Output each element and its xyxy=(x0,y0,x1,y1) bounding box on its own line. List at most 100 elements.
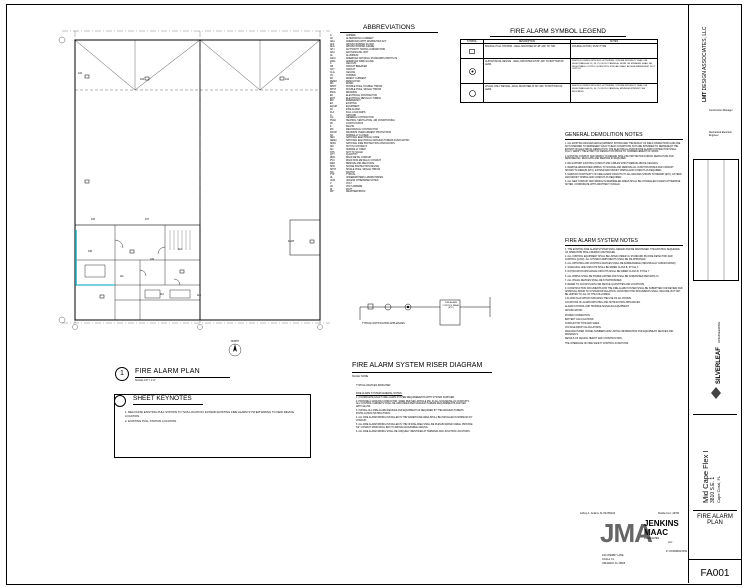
abbreviation-meaning: AMERICAN NATIONAL STANDARDS INSTITUTE xyxy=(346,57,398,60)
legend-symbol-cell xyxy=(461,44,484,58)
engineer-logo: JMA xyxy=(600,518,653,548)
strobe-icon xyxy=(468,89,476,97)
abbreviation-meaning: GENERAL CONTRACTOR xyxy=(346,117,374,120)
abbreviation-meaning: VOLT xyxy=(346,182,352,185)
abbreviation-code: NEMA xyxy=(330,140,337,143)
note-item: 6. ALL WIRING SHALL BE POWER LIMITED AND… xyxy=(565,275,660,278)
abbreviation-code: CB xyxy=(330,66,334,69)
room-tag-label: 113 xyxy=(197,294,201,297)
note-item: 4. REMOVE ABANDONED WIRING TO SOURCE AND… xyxy=(565,166,674,172)
abbreviation-code: SPD xyxy=(330,165,335,168)
legend-description: MANUAL PULL STATION - WALL MOUNTED AT 48… xyxy=(484,44,571,58)
note-item: MANUFACTURER, MODEL NUMBERS AND LISTING … xyxy=(565,331,674,337)
abbreviation-code: DPDT xyxy=(330,86,337,89)
contact-line-2: Mechanical Electrical Engineer xyxy=(709,131,732,137)
abbreviations-title-underline xyxy=(340,32,438,33)
abbreviation-code: C xyxy=(330,63,332,66)
abbreviation-meaning: HEATING, VENTILATING, AIR CONDITIONING xyxy=(346,120,395,123)
abbreviation-meaning: CEILING xyxy=(346,71,356,74)
riser-diagram-drawing xyxy=(359,297,491,326)
abbreviation-meaning: CIRCUIT BREAKER xyxy=(346,66,367,69)
abbreviation-code: NEC xyxy=(330,137,335,140)
legend-header-description: DESCRIPTION xyxy=(484,40,571,43)
abbreviation-meaning: ABOVE FINISHED FLOOR xyxy=(346,43,374,46)
note-item: A FLOOR PLAN WHICH INDICATES THE USE OF … xyxy=(565,297,632,300)
abbreviation-code: NFPA xyxy=(330,143,336,146)
system-notes: FIRE ALARM SYSTEM NOTES 1. THE EXISTING … xyxy=(565,238,683,347)
note-item: 2. ALL CONTROL EQUIPMENT SHALL BE LISTED… xyxy=(565,255,673,261)
legend-description: AUDIO/VISUAL DEVICE - WALL MOUNTED AT 80… xyxy=(484,59,571,83)
firm-top-text: LMT DESIGN ASSOCIATES, LLC xyxy=(702,27,708,103)
note-item: 7. ALL VISUAL DEVICES SHALL BE SYNCHRONI… xyxy=(565,279,623,282)
abbreviation-meaning: REMOVE AND RELOCATE xyxy=(346,162,375,165)
note-item: 6. ALL NEW CONDUIT AND WIRING IN REMODEL… xyxy=(565,180,681,186)
abbreviation-code: AHJ xyxy=(330,49,335,52)
abbreviation-meaning: DIRECT CURRENT xyxy=(346,77,367,80)
riser-notes-title: FIRE ALARM SYSTEM GENERAL NOTES: xyxy=(356,392,403,395)
keynotes-list: 1. RELOCATE EXISTING PULL STATION TO THI… xyxy=(125,410,305,425)
silverleaf-line1: SILVERLEAF xyxy=(716,347,722,384)
rev-table-grid xyxy=(707,160,725,280)
room-tag-label: 103 xyxy=(140,78,144,81)
abbreviation-meaning: EQUIPMENT xyxy=(346,106,360,109)
abbreviation-meaning: JUNCTION BOX xyxy=(346,123,364,126)
abbreviation-code: NIC xyxy=(330,145,334,148)
abbreviation-meaning: VOLT-AMPERE xyxy=(346,185,363,188)
note-item: 1. COORDINATE EXACT FIRE ALARM SYSTEM RE… xyxy=(356,396,455,399)
abbreviation-meaning: NATIONAL ELECTRICAL CODE xyxy=(346,137,380,140)
abbreviation-code: A xyxy=(330,35,332,37)
abbreviation-code: DEMO xyxy=(330,80,337,83)
silverleaf-line2: ENGINEERING xyxy=(717,321,721,343)
abbreviations-title: ABBREVIATIONS xyxy=(363,24,415,31)
note-item: 6. ALL FIRE ALARM WIRING SHALL BE UNIQUE… xyxy=(356,431,471,434)
abbreviation-meaning: EMERGENCY xyxy=(346,100,361,103)
engineer-signer: Jeffrey A. Jenkins, FL PE #51103 xyxy=(580,512,616,515)
abbreviation-meaning: ELECTRICAL CONTRACTOR xyxy=(346,94,377,97)
leaf-logo-icon xyxy=(711,387,721,399)
abbreviation-meaning: WEATHERPROOF xyxy=(346,191,366,194)
riser-devices-label: TYPICAL DEVICES INDICATED xyxy=(356,384,391,387)
firm-code: LMT xyxy=(702,91,708,102)
abbreviation-code: NC xyxy=(330,134,334,137)
note-item: LOCATIONS OF ALARM-INITIATING AND NOTIFI… xyxy=(565,302,641,305)
abbreviation-meaning: ALTERNATING CURRENT xyxy=(346,37,374,40)
abbreviation-code: DN xyxy=(330,83,334,86)
room-tag-label: 112 xyxy=(160,293,164,296)
sheet-number: FA001 xyxy=(700,568,730,579)
abbreviation-row: NEMA NATIONAL ELECTRICAL MANUFACTURERS AS… xyxy=(330,140,448,143)
room-tag: 109 xyxy=(150,258,154,261)
symbol-legend-header-row: SYMBOL DESCRIPTION NOTES xyxy=(461,40,657,44)
north-arrow: NORTH xyxy=(220,340,250,362)
project-text: Mid Cape Flex I 3810 S.E. 1 Cape Coral, … xyxy=(701,450,721,503)
room-tag: 110 xyxy=(178,248,182,251)
abbreviation-meaning: EXISTING xyxy=(346,103,357,106)
abbreviation-meaning: COPPER xyxy=(346,74,356,77)
plan-title-underline xyxy=(135,377,230,378)
abbreviation-code: AL xyxy=(330,54,333,57)
room-tag: FACP xyxy=(288,240,294,243)
keynotes-title: SHEET KEYNOTES xyxy=(133,395,192,402)
demolition-notes-list: 1. ALL EXISTING DEVICES AND EQUIPMENT SH… xyxy=(565,143,683,186)
north-arrow-icon xyxy=(228,343,242,357)
firm-name: DESIGN ASSOCIATES, LLC xyxy=(702,26,708,91)
abbreviation-code: NTS xyxy=(330,151,335,154)
note-item: ALARM CONTROL AND TROUBLE SIGNALING EQUI… xyxy=(565,306,630,309)
abbreviation-meaning: NATIONAL ELECTRICAL MANUFACTURERS ASSOCI… xyxy=(346,140,410,143)
note-item: 3. RE-SUPPORT EXISTING CONDUIT AND CABLE… xyxy=(565,162,659,165)
firm-header: LMT DESIGN ASSOCIATES, LLC xyxy=(692,12,736,112)
engineer-address-1: 100 CHERRY LANE xyxy=(602,554,624,557)
legend-header-symbol: SYMBOL xyxy=(461,40,484,43)
abbreviation-code: SW xyxy=(330,171,334,174)
